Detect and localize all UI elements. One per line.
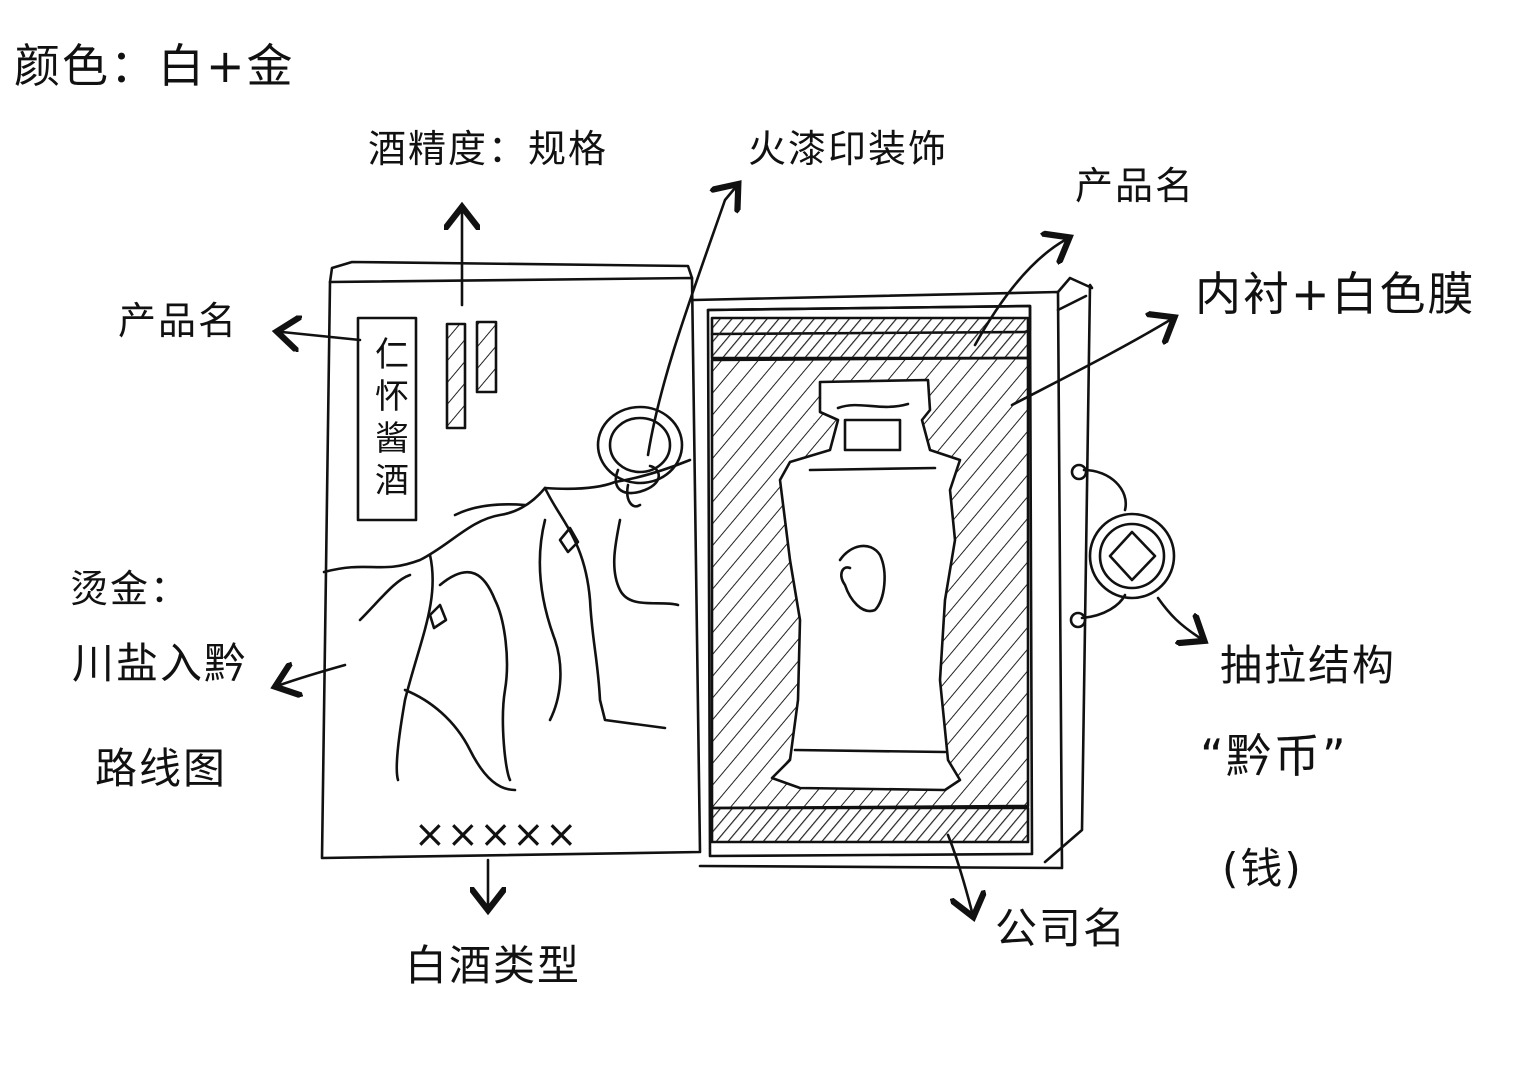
arrow-product-name-left — [282, 332, 362, 340]
label-color: 颜色：白+金 — [14, 39, 295, 93]
label-product-name-top: 产品名 — [1075, 164, 1196, 208]
liquor-bottle — [770, 378, 962, 792]
arrow-route-map — [280, 665, 347, 685]
label-gilding: 烫金： — [70, 567, 191, 611]
label-lacquer-seal: 火漆印装饰 — [748, 127, 949, 171]
arrow-pull-structure — [1156, 596, 1200, 638]
arrow-lacquer-seal — [646, 188, 735, 457]
arrow-company-name — [946, 833, 972, 912]
arrow-lining — [1010, 320, 1170, 407]
spec-bar-1 — [445, 322, 467, 430]
label-product-name-left: 产品名 — [118, 299, 239, 343]
wax-seal-decoration — [596, 405, 684, 508]
label-route-line2: 路线图 — [95, 744, 228, 793]
spec-bar-2 — [475, 320, 498, 394]
label-alcohol-spec: 酒精度：规格 — [368, 127, 609, 171]
box-outline — [320, 260, 1094, 870]
label-lining: 内衬+白色膜 — [1195, 267, 1476, 321]
product-title-frame — [356, 316, 418, 522]
box-product-title: 仁怀酱酒 — [368, 335, 409, 504]
label-route-line1: 川盐入黔 — [72, 639, 249, 688]
box-placeholder-text: ××××× — [414, 812, 579, 856]
label-pull-structure: 抽拉结构 — [1220, 641, 1397, 690]
coin-pull-tab — [1069, 463, 1176, 629]
label-coin-name: “黔币” — [1200, 729, 1348, 783]
arrow-product-name-top — [973, 240, 1065, 347]
label-liquor-type: 白酒类型 — [405, 941, 582, 990]
label-company-name: 公司名 — [995, 904, 1128, 953]
label-coin-note: (钱) — [1222, 844, 1303, 893]
